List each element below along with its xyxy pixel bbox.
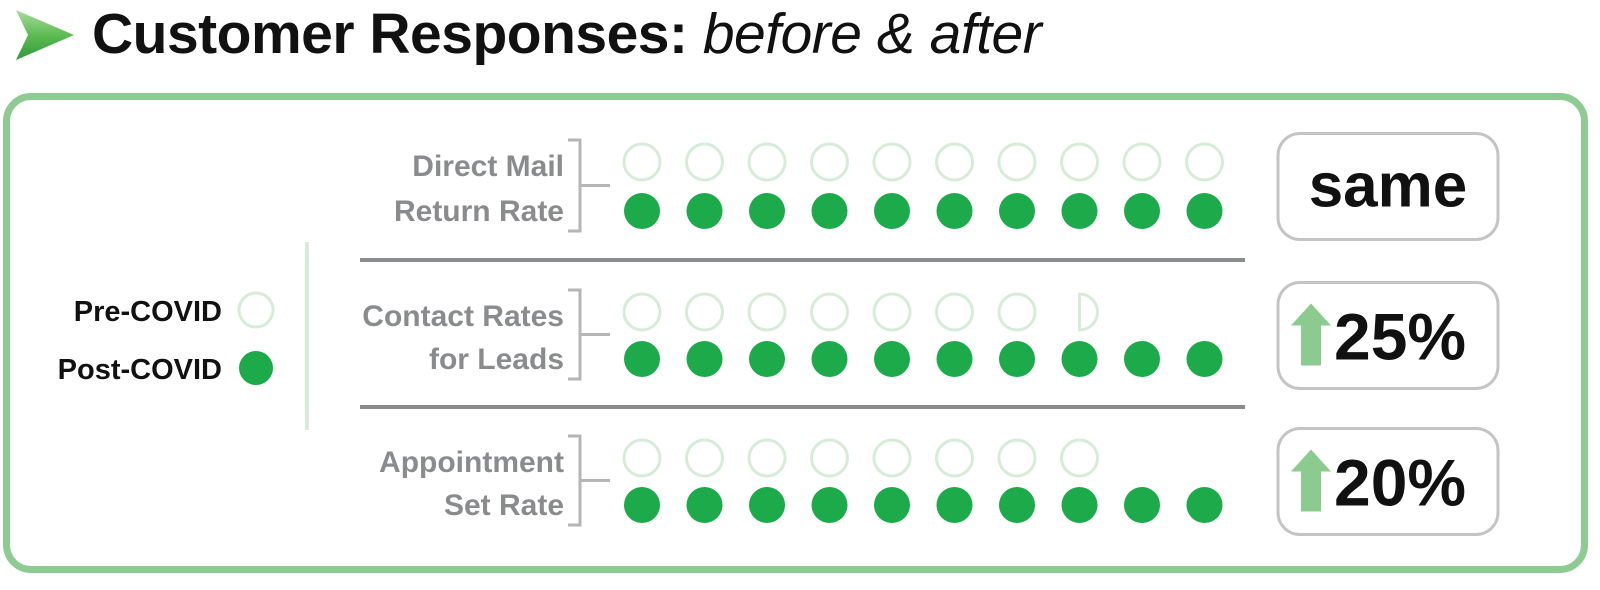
post-covid-dot: [1061, 487, 1098, 523]
post-covid-dot: [811, 341, 848, 377]
pre-covid-dot: [685, 292, 724, 332]
pre-covid-dot: [935, 292, 974, 332]
title-sub: before & after: [702, 2, 1042, 66]
pre-covid-dot: [685, 142, 724, 182]
pre-covid-dot: [810, 142, 849, 182]
post-covid-dot: [1061, 341, 1098, 377]
post-covid-dot: [749, 193, 785, 229]
arrow-up-icon: [1291, 303, 1331, 366]
legend-label: Pre-COVID: [74, 296, 222, 328]
pre-covid-dot: [685, 438, 724, 478]
pre-covid-dot: [622, 438, 662, 478]
row-label: Contact Rates: [362, 300, 564, 333]
post-covid-dot: [1186, 487, 1223, 523]
post-covid-dot: [686, 487, 723, 523]
pre-covid-dot: [997, 292, 1037, 332]
post-covid-dot: [999, 487, 1035, 523]
pre-covid-dot: [747, 292, 787, 332]
post-covid-dot: [749, 341, 785, 377]
pre-covid-dot: [872, 292, 912, 332]
pre-covid-half-dot: [1078, 292, 1099, 332]
post-covid-dot: [624, 193, 660, 229]
pre-covid-dot: [872, 438, 912, 478]
chevron-right-icon: [16, 10, 74, 60]
change-badge: [1276, 132, 1500, 241]
pre-covid-dot: [810, 438, 849, 478]
pre-covid-dot: [872, 142, 912, 182]
row-label: Appointment: [379, 446, 564, 479]
post-covid-dot: [1124, 487, 1160, 523]
post-covid-dot: [874, 193, 910, 229]
change-badge: [1276, 281, 1500, 390]
post-covid-dot: [811, 193, 848, 229]
row-label: for Leads: [429, 343, 564, 376]
pre-covid-dot: [810, 292, 849, 332]
post-covid-dot: [1124, 341, 1160, 377]
legend-marker-pre: [237, 291, 275, 329]
header: Customer Responses: before & after: [0, 0, 1600, 80]
pre-covid-dot: [747, 438, 787, 478]
row-label: Return Rate: [394, 195, 564, 228]
post-covid-dot: [874, 341, 910, 377]
post-covid-dot: [686, 341, 723, 377]
change-value: same: [1309, 152, 1468, 221]
post-covid-dot: [1124, 193, 1160, 229]
chart-panel: [3, 93, 1588, 573]
post-covid-dot: [624, 341, 660, 377]
post-covid-dot: [686, 193, 723, 229]
post-covid-dot: [1186, 193, 1223, 229]
post-covid-dot: [936, 193, 973, 229]
row-label: Direct Mail: [412, 150, 564, 183]
post-covid-dot: [1186, 341, 1223, 377]
legend-label: Post-COVID: [58, 354, 222, 386]
post-covid-dot: [749, 487, 785, 523]
arrow-up-icon: [1291, 449, 1331, 512]
row-bracket: [568, 434, 610, 527]
title-main: Customer Responses:: [92, 2, 688, 66]
pre-covid-dot: [997, 438, 1037, 478]
change-badge: [1276, 427, 1500, 536]
post-covid-dot: [874, 487, 910, 523]
post-covid-dot: [999, 341, 1035, 377]
pre-covid-dot: [1122, 142, 1162, 182]
post-covid-dot: [1061, 193, 1098, 229]
post-covid-dot: [811, 487, 848, 523]
pre-covid-dot: [997, 142, 1037, 182]
post-covid-dot: [999, 193, 1035, 229]
pre-covid-dot: [1185, 142, 1224, 182]
post-covid-dot: [624, 487, 660, 523]
pre-covid-dot: [935, 438, 974, 478]
change-value: 25%: [1334, 300, 1466, 374]
row-bracket: [568, 138, 610, 233]
pre-covid-dot: [747, 142, 787, 182]
pre-covid-dot: [622, 292, 662, 332]
post-covid-dot: [936, 341, 973, 377]
row-bracket: [568, 288, 610, 381]
post-covid-dot: [936, 487, 973, 523]
pre-covid-dot: [1060, 438, 1099, 478]
legend-marker-post: [239, 351, 273, 385]
pre-covid-dot: [935, 142, 974, 182]
page-title: Customer Responses: before & after: [92, 2, 1042, 66]
change-value: 20%: [1334, 446, 1466, 520]
pre-covid-dot: [622, 142, 662, 182]
pre-covid-dot: [1060, 142, 1099, 182]
row-label: Set Rate: [444, 489, 564, 522]
